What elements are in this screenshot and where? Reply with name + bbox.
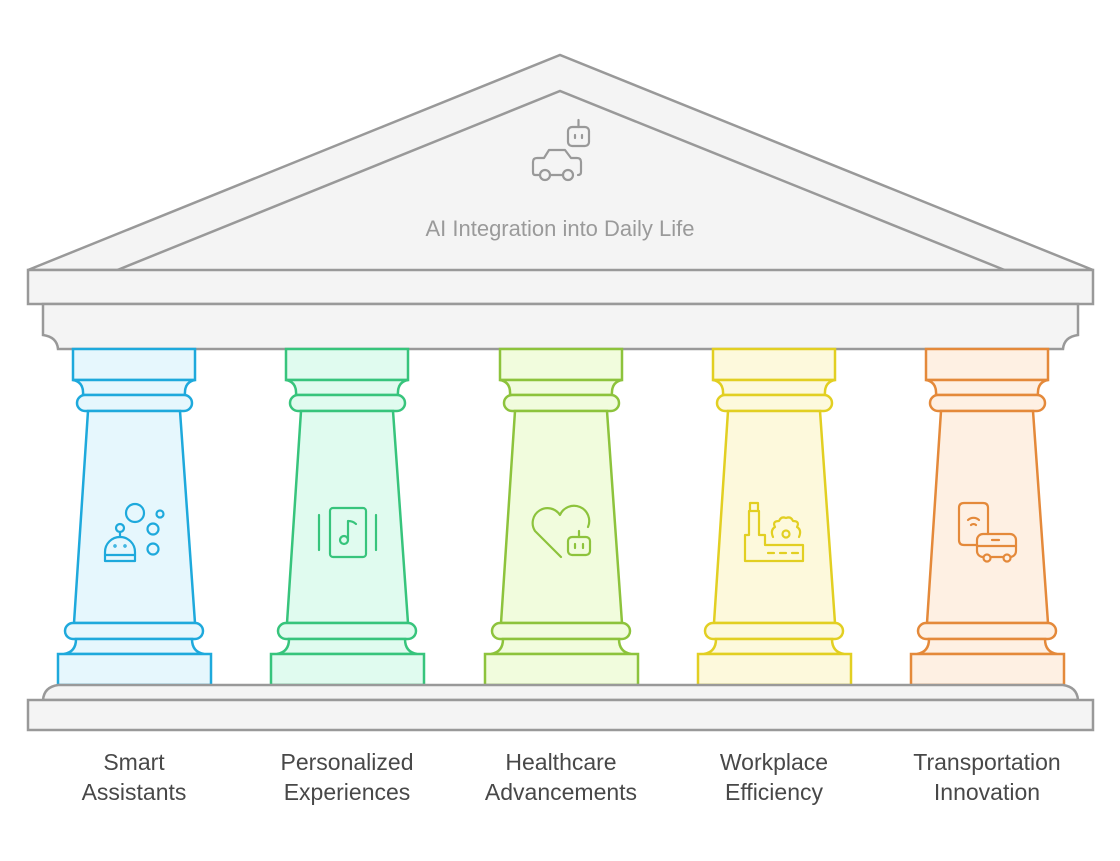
cornice xyxy=(26,268,1095,306)
pillar-label-line1: Transportation xyxy=(913,749,1060,775)
pillar-4 xyxy=(696,347,853,687)
robot-bubbles-icon xyxy=(103,502,165,563)
pillar-shaft xyxy=(499,409,624,625)
roof xyxy=(26,53,1095,351)
pillar-label-line2: Efficiency xyxy=(725,779,824,805)
pillar-base xyxy=(483,652,640,687)
pillar-capital xyxy=(711,347,837,382)
pillar-label-line2: Assistants xyxy=(82,779,187,805)
pillar-neck xyxy=(925,378,1049,397)
pillar-1 xyxy=(56,347,213,687)
pillar-capital xyxy=(71,347,197,382)
pillar-foot xyxy=(63,637,205,656)
pillar-upper-ring xyxy=(502,393,621,413)
pillar-foot xyxy=(703,637,845,656)
pillar-3 xyxy=(483,347,640,687)
music-tablet-icon xyxy=(317,506,378,559)
pillar-foot xyxy=(490,637,632,656)
entablature xyxy=(41,302,1080,351)
base-step xyxy=(26,698,1095,732)
pillar-2 xyxy=(269,347,426,687)
pillar-shaft xyxy=(285,409,410,625)
pillar-lower-ring xyxy=(276,621,418,641)
pillar-upper-ring xyxy=(75,393,194,413)
pillar-capital xyxy=(498,347,624,382)
title-icon xyxy=(531,118,591,182)
pillar-lower-ring xyxy=(703,621,845,641)
pillar-label-line2: Innovation xyxy=(934,779,1040,805)
heart-robot-icon xyxy=(531,504,592,559)
pillar-label-line2: Advancements xyxy=(485,779,637,805)
pillar-base xyxy=(56,652,213,687)
pillar-neck xyxy=(285,378,409,397)
pillar-capital xyxy=(284,347,410,382)
pillar-label-line1: Personalized xyxy=(281,749,414,775)
pillar-neck xyxy=(72,378,196,397)
pillar-shaft xyxy=(712,409,837,625)
pillar-lower-ring xyxy=(63,621,205,641)
pillar-label-line1: Smart xyxy=(103,749,165,775)
pillar-upper-ring xyxy=(288,393,407,413)
pillar-capital xyxy=(924,347,1050,382)
base xyxy=(26,683,1095,732)
pillar-upper-ring xyxy=(715,393,834,413)
pillar-foot xyxy=(916,637,1058,656)
pillar-neck xyxy=(712,378,836,397)
stylobate xyxy=(41,683,1080,702)
diagram-title: AI Integration into Daily Life xyxy=(425,216,694,241)
pillar-label-line2: Experiences xyxy=(284,779,411,805)
pillar-base xyxy=(909,652,1066,687)
pillar-lower-ring xyxy=(490,621,632,641)
pillar-label-line1: Healthcare xyxy=(505,749,616,775)
pillar-neck xyxy=(499,378,623,397)
pillar-base xyxy=(696,652,853,687)
phone-bus-icon xyxy=(957,501,1018,563)
factory-gear-icon xyxy=(743,501,805,563)
pillar-foot xyxy=(276,637,418,656)
pillar-upper-ring xyxy=(928,393,1047,413)
pillar-shaft xyxy=(72,409,197,625)
pillar-lower-ring xyxy=(916,621,1058,641)
pillar-base xyxy=(269,652,426,687)
pillar-label-line1: Workplace xyxy=(720,749,828,775)
